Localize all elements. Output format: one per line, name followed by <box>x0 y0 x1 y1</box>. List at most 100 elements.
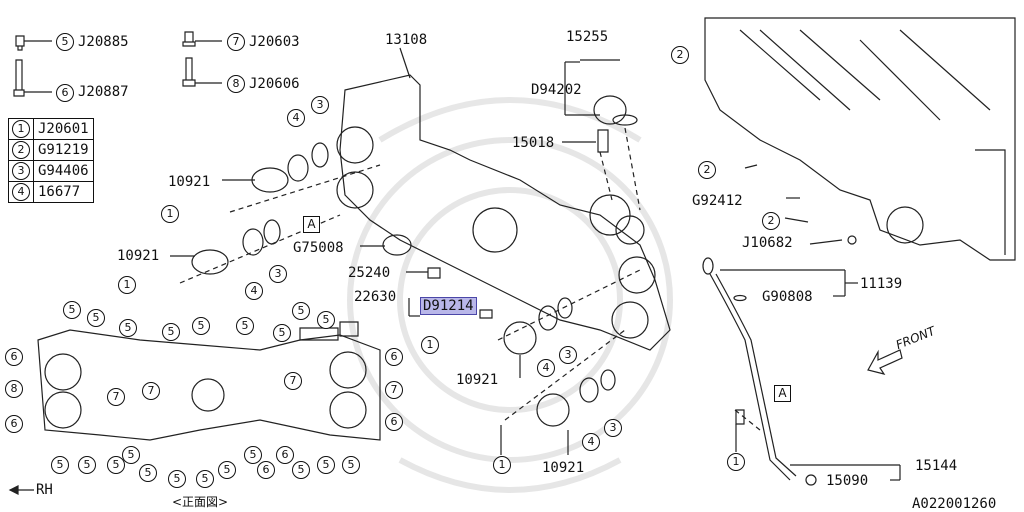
timing-cover-shape <box>336 74 671 351</box>
callout-1: 1 <box>727 453 745 471</box>
callout-7: 7 <box>107 388 125 406</box>
callout-1: 1 <box>421 336 439 354</box>
actuator-shapes <box>191 142 616 427</box>
part-label-g92412[interactable]: G92412 <box>692 193 743 209</box>
callout-3: 3 <box>311 96 329 114</box>
callout-5: 5 <box>51 456 69 474</box>
part-label-g90808[interactable]: G90808 <box>762 289 813 305</box>
part-label-d94202[interactable]: D94202 <box>531 82 582 98</box>
callout-2: 2 <box>671 46 689 64</box>
leader-lines <box>170 47 901 481</box>
callout-6: 6 <box>276 446 294 464</box>
part-label-10921[interactable]: 10921 <box>117 248 160 264</box>
callout-5: 5 <box>87 309 105 327</box>
figure-id: A022001260 <box>912 496 997 512</box>
callout-4: 4 <box>287 109 305 127</box>
bolt-code: J20603 <box>249 34 300 50</box>
legend-code: G94406 <box>33 160 94 182</box>
legend-code: 16677 <box>33 181 94 203</box>
part-label-15255[interactable]: 15255 <box>566 29 609 45</box>
callout-6: 6 <box>5 348 23 366</box>
part-label-15018[interactable]: 15018 <box>512 135 555 151</box>
callout-7: 7 <box>385 381 403 399</box>
callout-8: 8 <box>5 380 23 398</box>
callout-1: 1 <box>161 205 179 223</box>
legend-num: 2 <box>12 141 30 159</box>
callout-6: 6 <box>385 348 403 366</box>
callout-7: 7 <box>284 372 302 390</box>
rh-direction-label: RH <box>36 482 53 498</box>
legend-num: 1 <box>12 120 30 138</box>
callout-5: 5 <box>168 470 186 488</box>
part-label-10921[interactable]: 10921 <box>542 460 585 476</box>
callout-3: 3 <box>559 346 577 364</box>
front-cover-shape <box>37 321 381 441</box>
callout-5: 5 <box>119 319 137 337</box>
part-label-11139[interactable]: 11139 <box>860 276 903 292</box>
callout-8: 8 <box>227 75 245 93</box>
callout-5: 5 <box>342 456 360 474</box>
callout-5: 5 <box>139 464 157 482</box>
legend-num: 3 <box>12 162 30 180</box>
callout-5: 5 <box>63 301 81 319</box>
bolt-code: J20606 <box>249 76 300 92</box>
callout-6: 6 <box>5 415 23 433</box>
callout-5: 5 <box>78 456 96 474</box>
callout-5: 5 <box>107 456 125 474</box>
callout-6: 6 <box>56 84 74 102</box>
callout-5: 5 <box>56 33 74 51</box>
part-label-10921[interactable]: 10921 <box>456 372 499 388</box>
callout-4: 4 <box>245 282 263 300</box>
legend-code: J20601 <box>33 118 94 140</box>
callout-5: 5 <box>192 317 210 335</box>
callout-4: 4 <box>537 359 555 377</box>
part-label-15090[interactable]: 15090 <box>826 473 869 489</box>
part-label-j10682[interactable]: J10682 <box>742 235 793 251</box>
callout-6: 6 <box>257 461 275 479</box>
callout-3: 3 <box>604 419 622 437</box>
reference-box-a: A <box>774 385 791 402</box>
callout-5: 5 <box>317 311 335 329</box>
rh-arrow <box>8 485 34 495</box>
front-view-label: <正面図> <box>172 495 229 509</box>
callout-7: 7 <box>142 382 160 400</box>
part-label-13108[interactable]: 13108 <box>385 32 428 48</box>
bolt-icons <box>13 31 222 97</box>
callout-5: 5 <box>292 302 310 320</box>
part-label-25240[interactable]: 25240 <box>348 265 391 281</box>
callout-2: 2 <box>698 161 716 179</box>
dipstick-shape <box>702 257 817 486</box>
callout-5: 5 <box>273 324 291 342</box>
bolt-code: J20887 <box>78 84 129 100</box>
callout-3: 3 <box>269 265 287 283</box>
callout-7: 7 <box>227 33 245 51</box>
callout-5: 5 <box>196 470 214 488</box>
callout-5: 5 <box>122 446 140 464</box>
callout-4: 4 <box>582 433 600 451</box>
front-arrow <box>867 349 903 375</box>
part-label-15144[interactable]: 15144 <box>915 458 958 474</box>
bolt-code: J20885 <box>78 34 129 50</box>
engine-block-shape <box>704 17 1016 261</box>
part-label-10921[interactable]: 10921 <box>168 174 211 190</box>
reference-box-a: A <box>303 216 320 233</box>
callout-1: 1 <box>493 456 511 474</box>
callout-5: 5 <box>162 323 180 341</box>
callout-5: 5 <box>244 446 262 464</box>
part-label-g75008[interactable]: G75008 <box>293 240 344 256</box>
callout-2: 2 <box>762 212 780 230</box>
callout-5: 5 <box>317 456 335 474</box>
callout-1: 1 <box>118 276 136 294</box>
callout-5: 5 <box>236 317 254 335</box>
legend-code: G91219 <box>33 139 94 161</box>
part-label-d91214-highlighted[interactable]: D91214 <box>420 297 477 315</box>
callout-5: 5 <box>218 461 236 479</box>
legend-num: 4 <box>12 183 30 201</box>
part-label-22630[interactable]: 22630 <box>354 289 397 305</box>
